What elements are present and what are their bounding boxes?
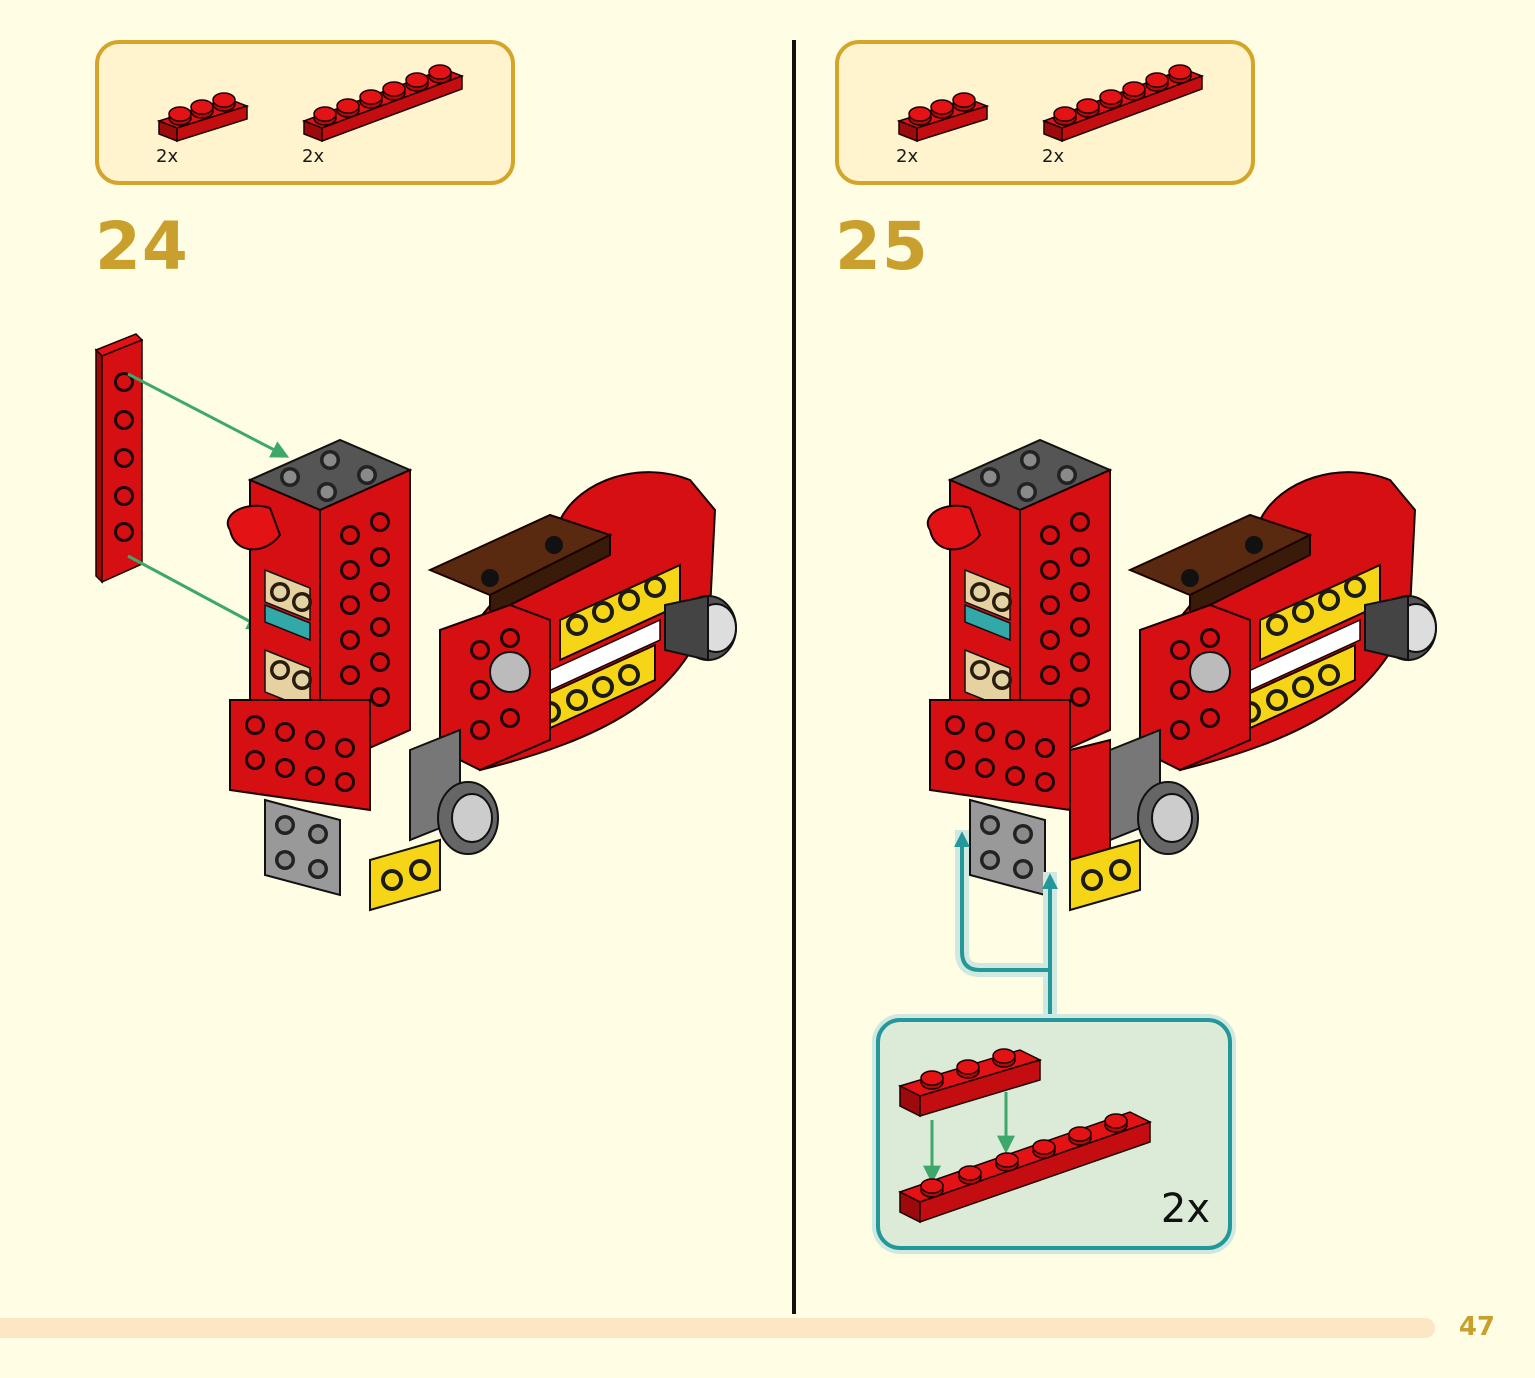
vehicle-column [926,438,1141,912]
plate-1x3-icon [897,1048,1043,1118]
callout-quantity: 2x [1160,1186,1210,1232]
plate-1x6-icon [1041,64,1205,143]
part-quantity: 2x [1042,146,1065,167]
part-quantity: 2x [896,146,919,167]
step-number: 25 [835,208,929,285]
model-illustration-step-24 [94,333,737,912]
vehicle-body [409,471,737,855]
vehicle-column [226,438,441,912]
plate-1x3-icon [156,92,250,143]
sub-assembly-illustration [897,1048,1152,1224]
parts-illustration [156,64,465,143]
sub-assembly-callout: 2x [876,1018,1232,1250]
model-illustration-step-25 [926,438,1437,1020]
arrow-icon [954,831,1052,1020]
step-number: 24 [95,208,189,285]
parts-box-step-25 [835,40,1255,185]
step-divider [792,40,796,1314]
parts-illustration [896,64,1205,143]
progress-bar [0,1318,1435,1338]
arrow-icon [127,372,290,458]
page-number: 47 [1458,1312,1495,1342]
plate-1x6-icon [301,64,465,143]
vehicle-body [1109,471,1437,855]
part-quantity: 2x [302,146,325,167]
plate-1x6-vertical [94,333,144,584]
arrow-icon [127,554,266,630]
parts-box-step-24 [95,40,515,185]
part-quantity: 2x [156,146,179,167]
plate-1x6-icon [898,1111,1152,1224]
plate-1x3-icon [896,92,990,143]
